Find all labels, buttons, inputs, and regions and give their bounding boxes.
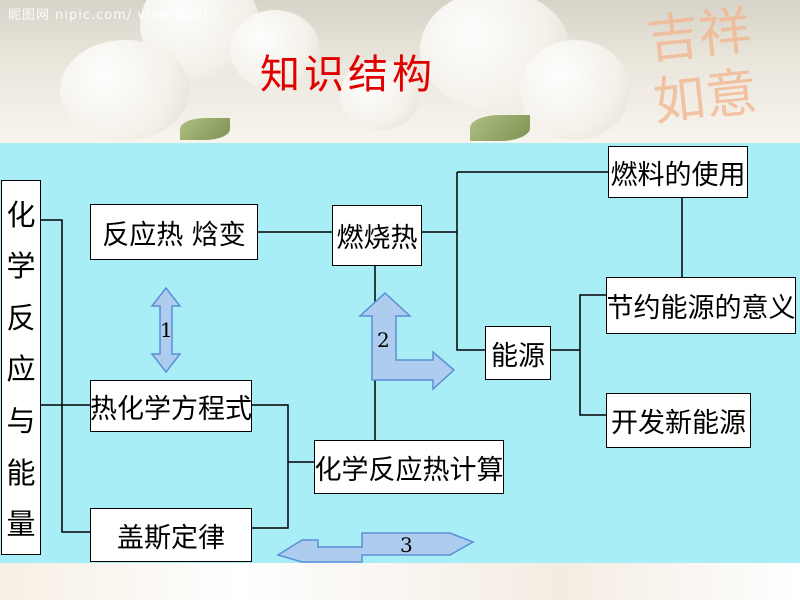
page-title: 知识结构 bbox=[260, 52, 436, 98]
node-char: 化 bbox=[6, 197, 36, 232]
connector-line bbox=[579, 294, 606, 416]
arrow-label-3: 3 bbox=[400, 533, 413, 557]
node-fuel-use: 燃料的使用 bbox=[608, 146, 748, 198]
arrow-2-icon bbox=[358, 291, 456, 391]
node-char: 反 bbox=[6, 300, 36, 335]
connector-line bbox=[252, 404, 289, 529]
node-char: 与 bbox=[6, 404, 36, 439]
arrow-label-2: 2 bbox=[377, 328, 390, 352]
flower-petal-decoration bbox=[230, 10, 320, 90]
flower-petal-decoration bbox=[60, 40, 190, 140]
connector-line bbox=[456, 172, 485, 351]
node-thermochemical-equation: 热化学方程式 bbox=[90, 380, 252, 432]
node-char: 能 bbox=[6, 455, 36, 490]
header-banner: 昵图网 nipic.com/ view-cool 吉祥如意 知识结构 bbox=[0, 0, 800, 143]
arrow-label-1: 1 bbox=[160, 318, 173, 342]
leaf-decoration bbox=[470, 115, 530, 141]
node-combustion-heat: 燃烧热 bbox=[332, 205, 422, 266]
flower-petal-decoration bbox=[520, 40, 630, 140]
node-char: 学 bbox=[6, 249, 36, 284]
double-arrow-3-icon bbox=[276, 532, 475, 563]
footer-decoration bbox=[0, 563, 800, 600]
leaf-decoration bbox=[180, 118, 230, 140]
node-energy-saving: 节约能源的意义 bbox=[606, 277, 796, 334]
node-energy: 能源 bbox=[485, 326, 551, 380]
node-new-energy: 开发新能源 bbox=[606, 393, 751, 448]
node-char: 量 bbox=[6, 507, 36, 542]
node-hess-law: 盖斯定律 bbox=[90, 508, 252, 562]
connector-line bbox=[40, 219, 90, 533]
node-char: 应 bbox=[6, 352, 36, 387]
double-arrow-1-icon bbox=[150, 286, 182, 374]
flower-petal-decoration bbox=[340, 60, 420, 130]
node-reaction-heat-calculation: 化学反应热计算 bbox=[314, 440, 504, 494]
watermark-text: 昵图网 nipic.com/ view-cool bbox=[8, 8, 208, 23]
node-chemistry-reaction-energy: 化 学 反 应 与 能 量 bbox=[1, 180, 41, 555]
node-reaction-heat: 反应热 焓变 bbox=[90, 204, 258, 260]
